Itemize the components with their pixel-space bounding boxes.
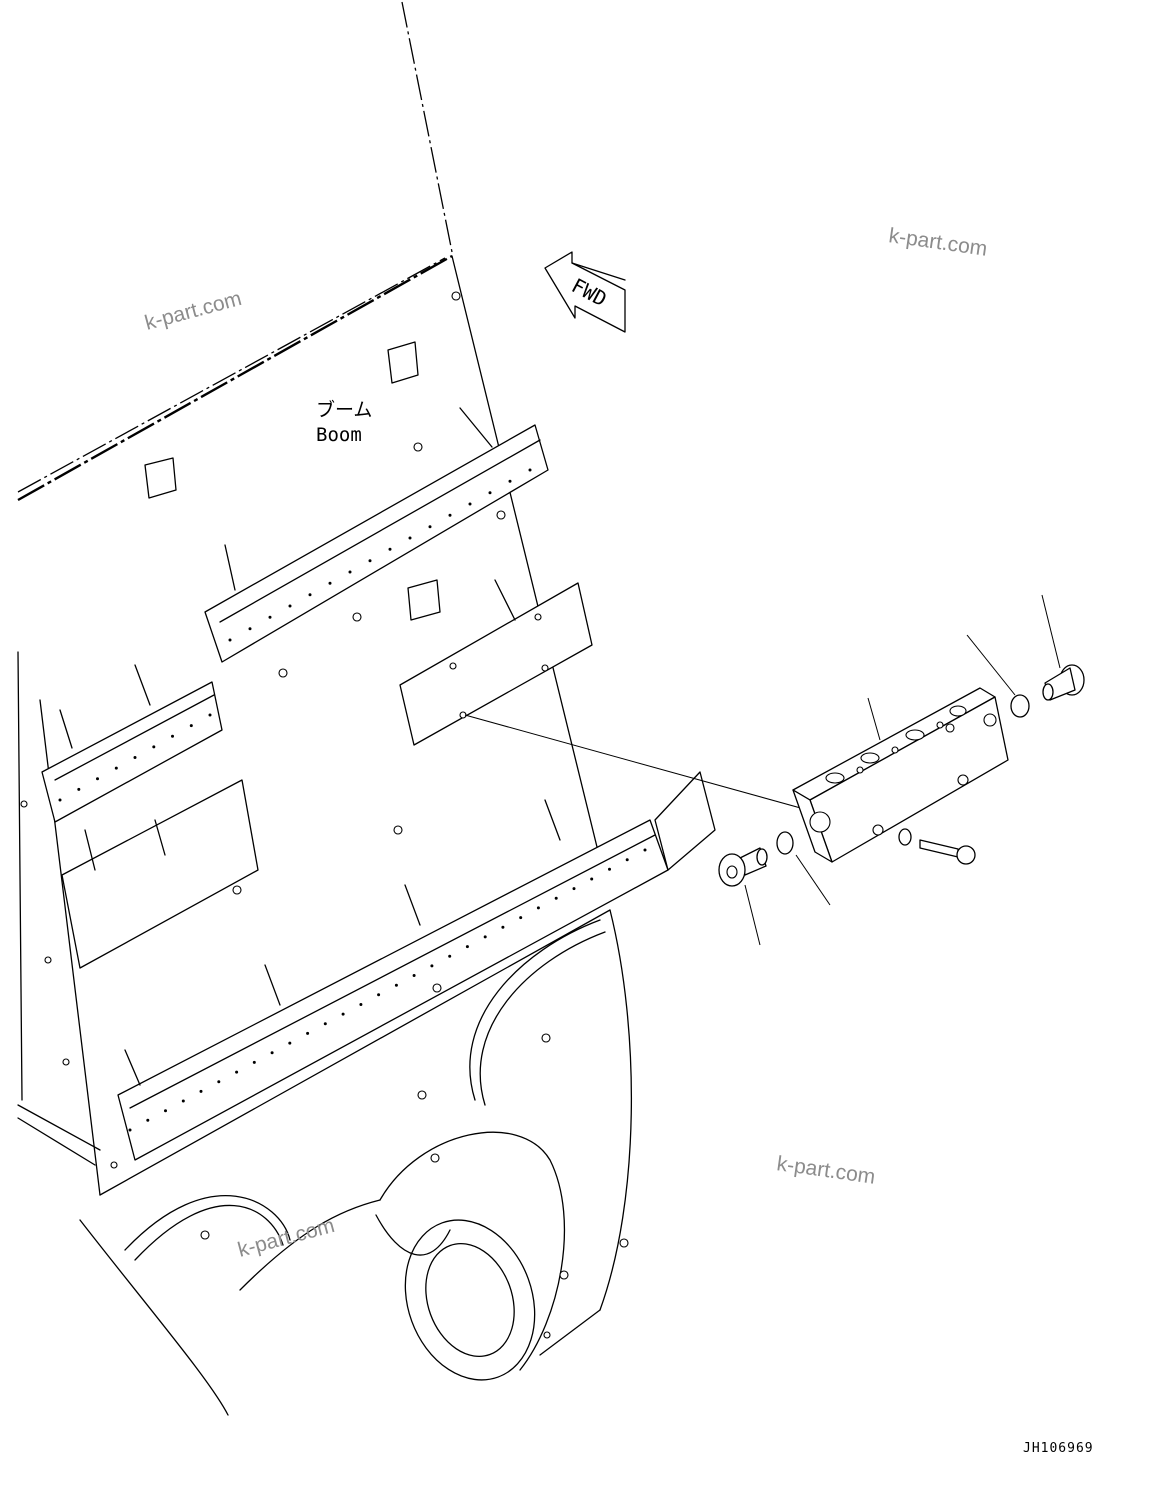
- watermark: k-part.com: [235, 1214, 337, 1262]
- bar-hole: [228, 638, 232, 642]
- o-ring-upper: [1010, 694, 1030, 718]
- watermark: k-part.com: [775, 1152, 876, 1189]
- bar-hole: [164, 1109, 167, 1113]
- boom-studs: [20, 291, 629, 1339]
- o-ring-lower: [776, 831, 794, 855]
- bolt-washer: [898, 828, 976, 865]
- bar-hole: [181, 1099, 185, 1103]
- bar-hole: [430, 964, 434, 968]
- bar-hole: [328, 581, 332, 585]
- bar-hole: [323, 1022, 327, 1026]
- bar-hole: [412, 974, 416, 977]
- bar-hole: [248, 627, 252, 631]
- bar-hole: [146, 1118, 150, 1122]
- bar-hole: [199, 1089, 203, 1093]
- part-label-en: Boom: [316, 424, 362, 446]
- bar-hole: [77, 787, 81, 791]
- bar-hole: [152, 745, 156, 749]
- bar-hole: [428, 525, 432, 529]
- callout-lines: [744, 594, 1061, 946]
- watermark: k-part.com: [142, 287, 244, 335]
- bar-hole: [368, 559, 372, 563]
- bar-hole: [288, 604, 292, 608]
- valve-block: [792, 687, 1009, 863]
- bar-hole: [268, 615, 272, 619]
- bar-hole: [189, 724, 193, 728]
- bar-hole: [96, 777, 99, 781]
- bar-hole: [288, 1041, 292, 1045]
- bar-hole: [536, 906, 540, 910]
- bar-hole: [448, 513, 452, 517]
- bar-hole: [519, 916, 523, 920]
- bar-hole-rows: [58, 468, 647, 1132]
- bar-hole: [388, 547, 392, 551]
- bar-hole: [133, 756, 137, 759]
- bar-hole: [114, 766, 118, 770]
- bar-hole: [643, 848, 647, 852]
- bar-hole: [572, 887, 576, 891]
- bar-hole: [306, 1031, 310, 1035]
- bar-hole: [359, 1003, 363, 1006]
- bar-hole: [394, 983, 398, 987]
- bar-hole: [448, 954, 452, 958]
- bar-hole: [590, 877, 594, 881]
- bar-hole: [128, 1128, 132, 1132]
- bar-hole: [217, 1080, 221, 1084]
- bar-hole: [408, 536, 412, 540]
- bar-hole: [235, 1070, 239, 1074]
- plug-upper: [1042, 664, 1085, 701]
- bar-hole: [528, 468, 532, 472]
- bar-hole: [58, 798, 62, 802]
- bar-hole: [468, 502, 472, 506]
- boom-body: [17, 255, 633, 1416]
- bar-hole: [377, 993, 381, 997]
- bar-hole: [208, 713, 212, 717]
- bar-hole: [270, 1051, 274, 1055]
- bar-hole: [625, 858, 629, 862]
- bar-hole: [608, 867, 611, 871]
- bar-hole: [348, 570, 352, 574]
- plug-lower: [718, 847, 768, 887]
- boom-centerlines: [17, 1, 453, 502]
- bar-hole: [554, 896, 558, 900]
- bar-hole: [252, 1060, 256, 1064]
- bar-hole: [465, 945, 469, 949]
- boom-brackets: [41, 341, 716, 1161]
- bar-hole: [488, 491, 492, 495]
- bar-hole: [501, 925, 505, 929]
- bar-hole: [483, 935, 487, 939]
- bar-hole: [171, 734, 174, 738]
- part-label-jp: ブーム: [316, 398, 372, 421]
- watermark: k-part.com: [887, 224, 988, 261]
- fwd-arrow: FWD: [544, 251, 626, 333]
- bar-hole: [341, 1012, 345, 1016]
- drawing-code: JH106969: [1023, 1441, 1094, 1456]
- bar-hole: [308, 593, 312, 597]
- bar-hole: [508, 479, 512, 483]
